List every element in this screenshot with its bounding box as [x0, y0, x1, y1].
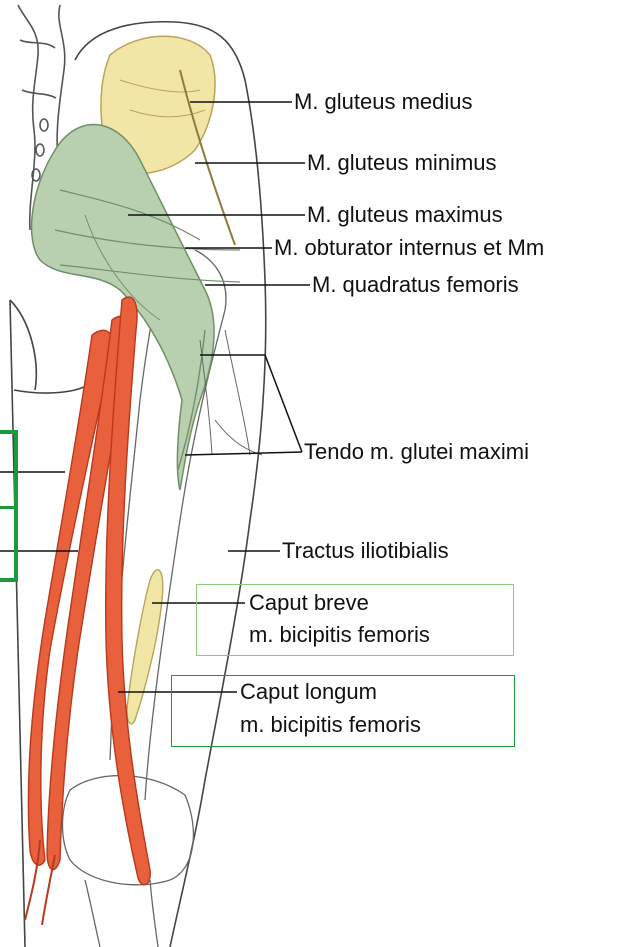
- label-caput-longum-line1: Caput longum: [240, 677, 377, 707]
- caput-breve-muscle: [127, 570, 163, 724]
- label-caput-longum-line2: m. bicipitis femoris: [240, 710, 421, 740]
- label-obturator: M. obturator internus et Mm: [274, 237, 637, 259]
- left-highlight-divider: [0, 506, 16, 509]
- leader-tendo-upper: [200, 355, 302, 452]
- label-caput-breve-line1: Caput breve: [249, 588, 369, 618]
- hamstring-muscles: [25, 297, 150, 925]
- leader-tendo-lower: [185, 452, 302, 455]
- label-quadratus-femoris: M. quadratus femoris: [312, 274, 519, 296]
- label-gluteus-maximus: M. gluteus maximus: [307, 204, 503, 226]
- label-gluteus-minimus: M. gluteus minimus: [307, 152, 497, 174]
- label-caput-breve-line2: m. bicipitis femoris: [249, 620, 430, 650]
- label-tractus-iliotibialis: Tractus iliotibialis: [282, 540, 449, 562]
- label-gluteus-medius: M. gluteus medius: [294, 91, 473, 113]
- label-tendo-glutei: Tendo m. glutei maximi: [304, 441, 529, 463]
